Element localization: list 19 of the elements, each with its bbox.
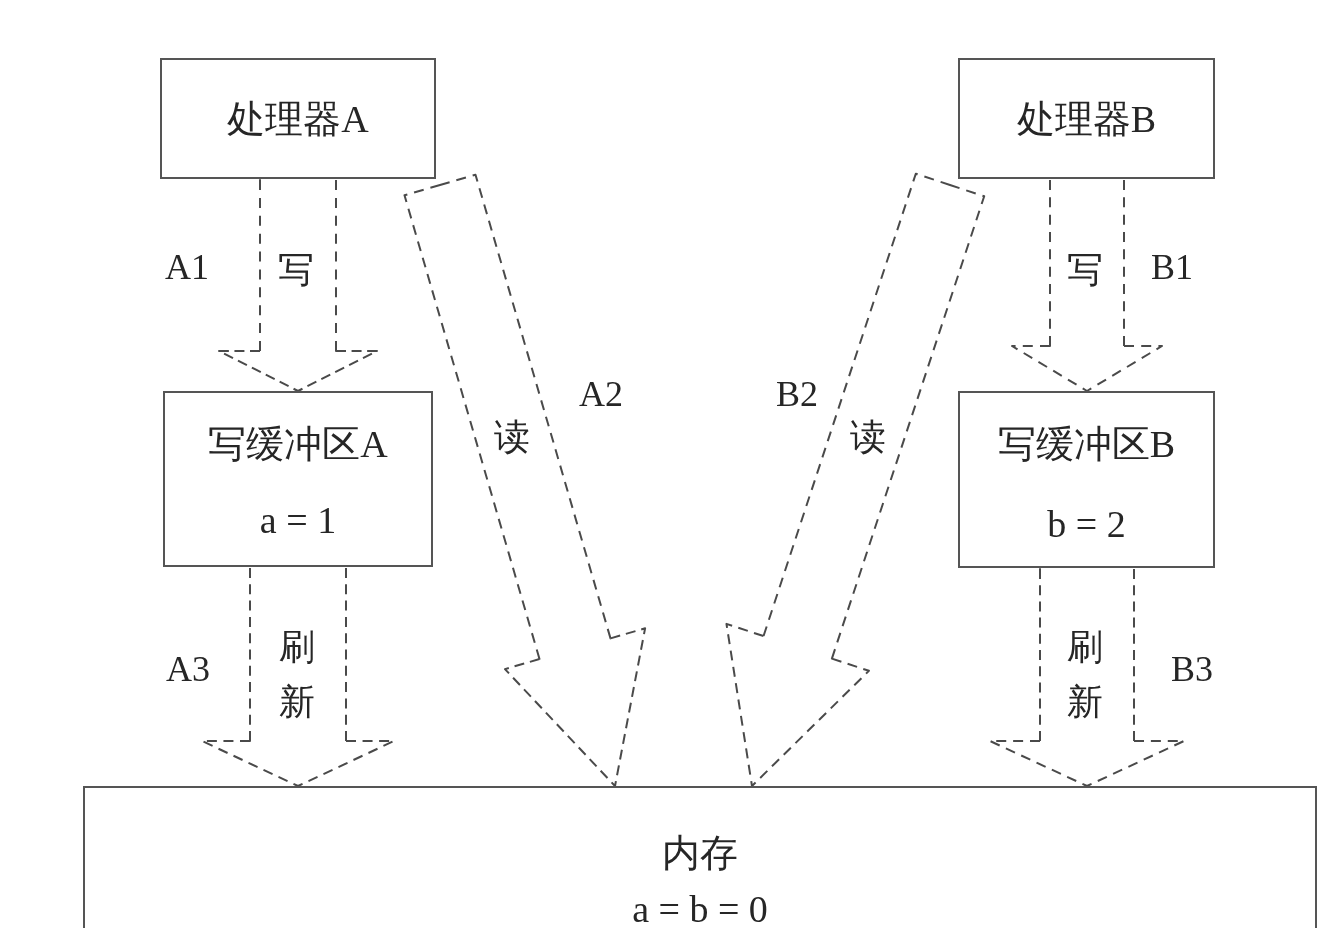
box-title: 内存 <box>662 832 738 876</box>
box-title: 处理器B <box>1016 98 1157 142</box>
buffer-box <box>958 391 1215 568</box>
step-label: B3 <box>1171 650 1213 690</box>
step-label: B1 <box>1151 248 1193 288</box>
step-label: A3 <box>166 650 210 690</box>
box-title: 写缓冲区B <box>997 423 1176 467</box>
memory-box <box>83 786 1317 928</box>
step-label: A1 <box>165 248 209 288</box>
step-label: A2 <box>579 375 623 415</box>
processor-box <box>160 58 436 179</box>
box-title: 处理器A <box>227 98 369 142</box>
buffer-box <box>163 391 433 567</box>
value-text: a = b = 0 <box>632 888 768 928</box>
step-label: B2 <box>776 375 818 415</box>
processor-box <box>958 58 1215 179</box>
box-title: 写缓冲区A <box>208 423 388 467</box>
value-text: a = 1 <box>259 499 337 543</box>
value-text: b = 2 <box>1047 503 1126 547</box>
